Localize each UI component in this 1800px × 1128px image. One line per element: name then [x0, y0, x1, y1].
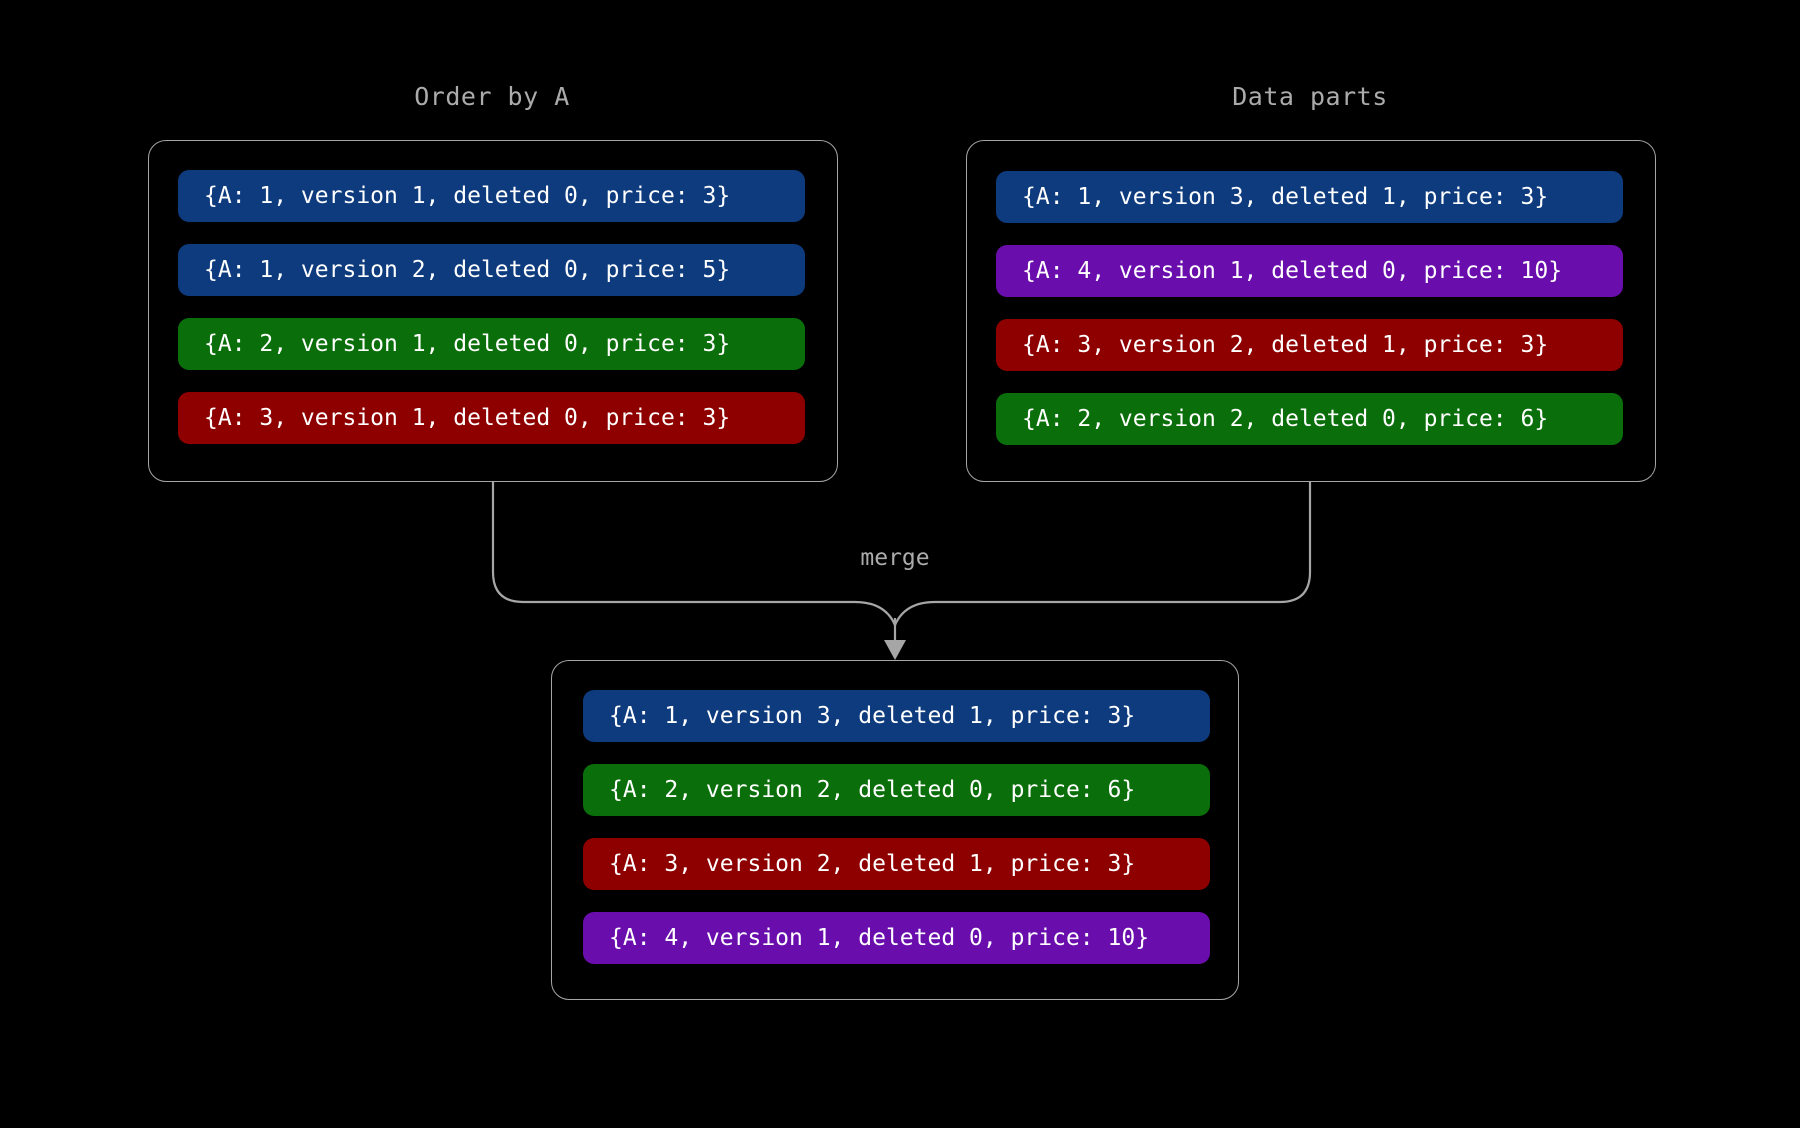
row-pill-label: {A: 2, version 2, deleted 0, price: 6} — [1022, 406, 1549, 432]
row-pill-label: {A: 4, version 1, deleted 0, price: 10} — [1022, 258, 1563, 284]
row-pill-order-by-a-2[interactable]: {A: 1, version 2, deleted 0, price: 5} — [178, 244, 805, 296]
row-pill-label: {A: 2, version 2, deleted 0, price: 6} — [609, 777, 1136, 803]
edge-label-merge: merge — [860, 545, 930, 571]
row-pill-label: {A: 3, version 2, deleted 1, price: 3} — [609, 851, 1136, 877]
row-pill-label: {A: 1, version 3, deleted 1, price: 3} — [1022, 184, 1549, 210]
row-pill-order-by-a-3[interactable]: {A: 2, version 1, deleted 0, price: 3} — [178, 318, 805, 370]
row-pill-label: {A: 1, version 3, deleted 1, price: 3} — [609, 703, 1136, 729]
row-pill-merged-2[interactable]: {A: 2, version 2, deleted 0, price: 6} — [583, 764, 1210, 816]
edge-data-parts-to-merged — [893, 480, 1312, 627]
row-pill-label: {A: 3, version 2, deleted 1, price: 3} — [1022, 332, 1549, 358]
arrowhead-icon — [884, 640, 906, 660]
row-pill-merged-4[interactable]: {A: 4, version 1, deleted 0, price: 10} — [583, 912, 1210, 964]
row-pill-label: {A: 1, version 2, deleted 0, price: 5} — [204, 257, 731, 283]
group-box-merged-result — [551, 660, 1239, 1000]
row-pill-label: {A: 4, version 1, deleted 0, price: 10} — [609, 925, 1150, 951]
panel-title-order-by-a: Order by A — [414, 82, 570, 111]
group-box-data-parts — [966, 140, 1656, 482]
row-pill-data-parts-4[interactable]: {A: 2, version 2, deleted 0, price: 6} — [996, 393, 1623, 445]
row-pill-order-by-a-1[interactable]: {A: 1, version 1, deleted 0, price: 3} — [178, 170, 805, 222]
row-pill-merged-3[interactable]: {A: 3, version 2, deleted 1, price: 3} — [583, 838, 1210, 890]
row-pill-label: {A: 2, version 1, deleted 0, price: 3} — [204, 331, 731, 357]
row-pill-order-by-a-4[interactable]: {A: 3, version 1, deleted 0, price: 3} — [178, 392, 805, 444]
row-pill-label: {A: 1, version 1, deleted 0, price: 3} — [204, 183, 731, 209]
row-pill-label: {A: 3, version 1, deleted 0, price: 3} — [204, 405, 731, 431]
panel-title-data-parts: Data parts — [1232, 82, 1388, 111]
row-pill-merged-1[interactable]: {A: 1, version 3, deleted 1, price: 3} — [583, 690, 1210, 742]
row-pill-data-parts-1[interactable]: {A: 1, version 3, deleted 1, price: 3} — [996, 171, 1623, 223]
edge-order-by-a-to-merged — [491, 480, 897, 627]
group-box-order-by-a — [148, 140, 838, 482]
row-pill-data-parts-2[interactable]: {A: 4, version 1, deleted 0, price: 10} — [996, 245, 1623, 297]
row-pill-data-parts-3[interactable]: {A: 3, version 2, deleted 1, price: 3} — [996, 319, 1623, 371]
